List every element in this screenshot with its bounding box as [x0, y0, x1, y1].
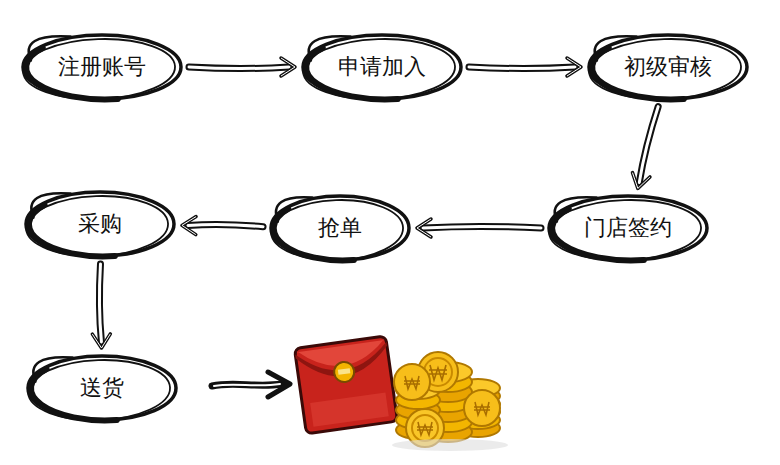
reward-arrow	[212, 372, 290, 397]
step-label: 初级审核	[624, 54, 712, 80]
process-oval: 申请加入	[297, 29, 467, 105]
gold-coins	[394, 352, 500, 447]
red-envelope	[294, 336, 397, 434]
step-label: 送货	[80, 375, 124, 401]
step-label: 注册账号	[58, 54, 146, 80]
step-label: 抢单	[318, 215, 362, 241]
step-label: 采购	[78, 211, 122, 237]
flow-arrow	[632, 107, 658, 189]
process-oval: 初级审核	[583, 29, 753, 105]
flow-arrow	[182, 217, 263, 235]
process-oval: 采购	[20, 186, 180, 262]
process-oval: 门店签约	[543, 190, 713, 266]
step-label: 门店签约	[584, 215, 672, 241]
process-oval: 送货	[22, 350, 182, 426]
flow-arrow	[92, 264, 110, 348]
process-oval: 抢单	[265, 190, 415, 266]
process-oval: 注册账号	[17, 29, 187, 105]
flow-arrow	[417, 219, 541, 237]
flow-arrow	[189, 58, 295, 76]
flow-arrow	[469, 58, 581, 76]
step-label: 申请加入	[338, 54, 426, 80]
